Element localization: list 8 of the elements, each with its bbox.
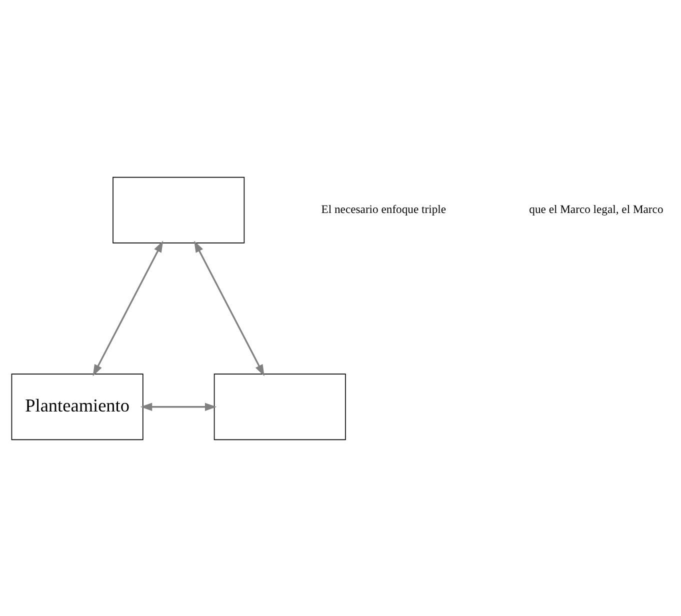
label: El necesario enfoque triple xyxy=(321,202,446,216)
arrow xyxy=(92,240,164,376)
label: que el Marco legal, el Marco xyxy=(529,202,664,216)
node-box: Planteamiento xyxy=(11,373,144,440)
node-box xyxy=(112,176,245,243)
arrow xyxy=(140,402,217,410)
arrow xyxy=(194,240,264,376)
node-box xyxy=(214,373,346,440)
